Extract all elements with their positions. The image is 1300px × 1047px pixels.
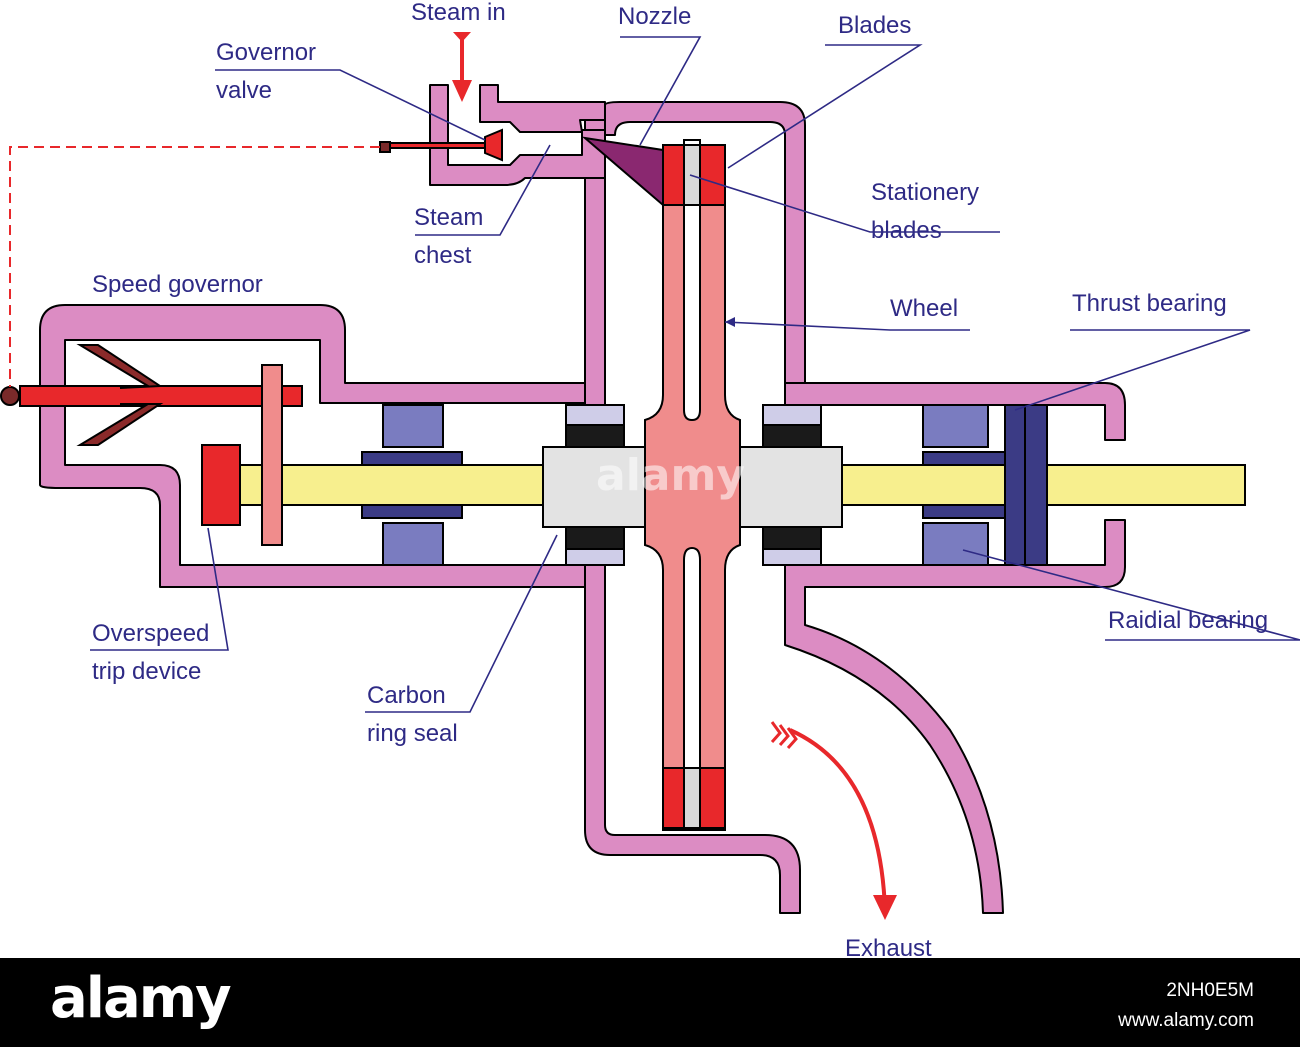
watermark: alamy bbox=[596, 450, 745, 501]
brand-logo: alamy bbox=[50, 966, 232, 1031]
footer-bar: alamy 2NH0E5M www.alamy.com bbox=[0, 958, 1300, 1047]
diagram-svg: alamy Steam in Nozzle Blades Governor va… bbox=[0, 0, 1300, 958]
governor-disc bbox=[261, 364, 283, 546]
right-housing-lower bbox=[784, 519, 1126, 914]
label-carbon-seal-2: ring seal bbox=[367, 720, 458, 747]
flyweight-upper bbox=[76, 344, 164, 389]
right-housing bbox=[784, 382, 1126, 441]
label-stationary-blades-1: Stationery bbox=[871, 179, 979, 206]
steam-chest-casing bbox=[429, 84, 606, 186]
thrust-pad bbox=[1024, 404, 1048, 566]
wheel-disc bbox=[644, 144, 741, 831]
exhaust-arrow bbox=[770, 721, 897, 920]
label-overspeed-1: Overspeed bbox=[92, 620, 209, 647]
label-stationary-blades-2: blades bbox=[871, 217, 942, 244]
label-speed-governor: Speed governor bbox=[92, 271, 263, 298]
label-radial-bearing: Raidial bearing bbox=[1108, 607, 1268, 634]
control-link bbox=[9, 146, 380, 387]
nozzle bbox=[581, 136, 664, 208]
label-exhaust: Exhaust bbox=[845, 935, 932, 958]
leader-lines bbox=[90, 36, 1300, 713]
label-wheel: Wheel bbox=[890, 295, 958, 322]
label-blades: Blades bbox=[838, 12, 911, 39]
wheel-slot-upper bbox=[683, 139, 701, 422]
steam-in-arrow bbox=[452, 32, 472, 102]
radial-bearing-upper bbox=[922, 404, 989, 448]
footer-url[interactable]: www.alamy.com bbox=[1118, 1010, 1254, 1031]
moving-blade-top-right bbox=[699, 144, 726, 206]
label-steam-chest-1: Steam bbox=[414, 204, 483, 231]
wheel-slot-lower bbox=[683, 546, 701, 831]
turbine-diagram: alamy Steam in Nozzle Blades Governor va… bbox=[0, 0, 1300, 958]
steam-chest-top bbox=[479, 84, 606, 133]
label-nozzle: Nozzle bbox=[618, 3, 691, 30]
governor-valve bbox=[379, 128, 503, 162]
radial-bearing-lower bbox=[922, 522, 989, 566]
overspeed-device bbox=[201, 444, 241, 526]
moving-blade-top-left bbox=[662, 144, 685, 206]
speed-governor bbox=[0, 344, 303, 546]
label-steam-in: Steam in bbox=[411, 0, 506, 26]
label-steam-chest-2: chest bbox=[414, 242, 472, 269]
governor-knob bbox=[0, 386, 20, 406]
label-governor-valve-1: Governor bbox=[216, 39, 316, 66]
chamber-left-wall-lower bbox=[584, 564, 801, 914]
wheel bbox=[644, 139, 741, 831]
label-governor-valve-2: valve bbox=[216, 77, 272, 104]
flyweight-lower bbox=[76, 403, 164, 446]
label-overspeed-2: trip device bbox=[92, 658, 201, 685]
thrust-collar bbox=[1004, 404, 1026, 566]
label-carbon-seal-1: Carbon bbox=[367, 682, 446, 709]
label-thrust-bearing: Thrust bearing bbox=[1072, 290, 1227, 317]
left-radial-bearing bbox=[361, 404, 463, 566]
right-bearings bbox=[922, 404, 1048, 566]
image-id: 2NH0E5M bbox=[1166, 980, 1254, 1001]
governor-housing bbox=[39, 304, 586, 588]
